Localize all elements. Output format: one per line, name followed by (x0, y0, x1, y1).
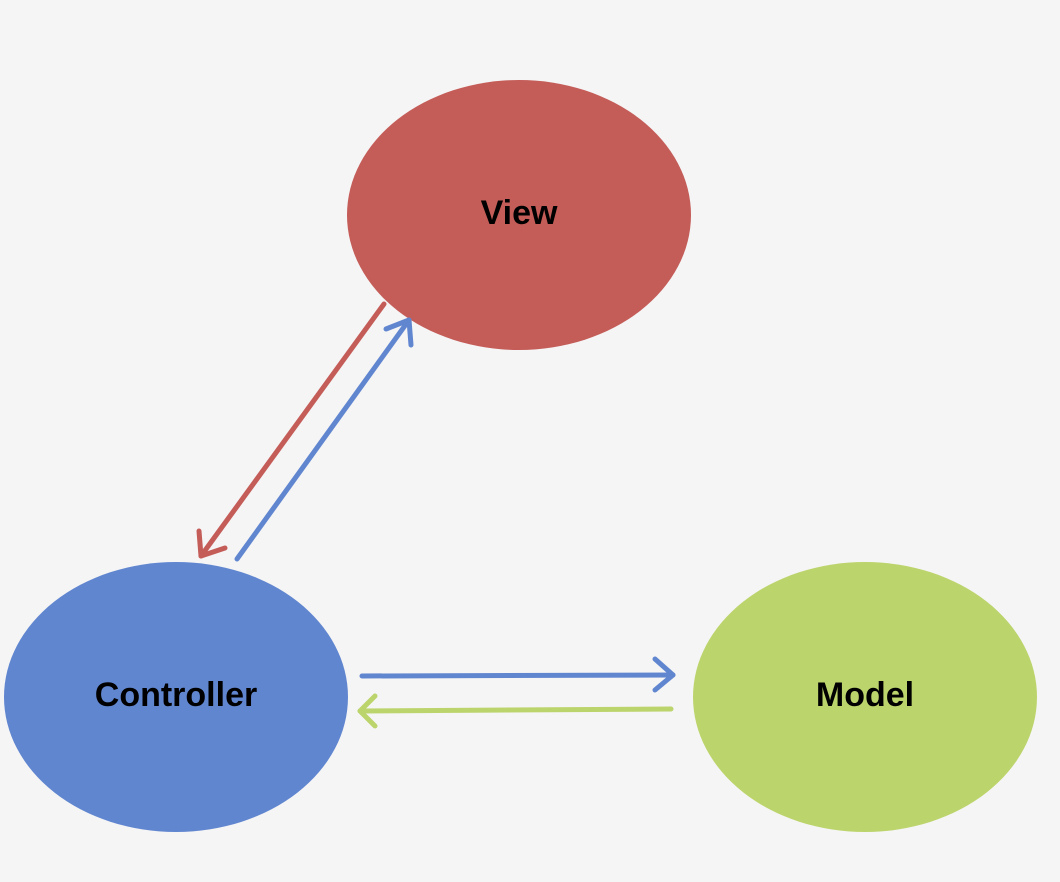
controller-node: Controller (4, 562, 348, 832)
edge-controller-to-view (234, 317, 414, 562)
model-label: Model (816, 676, 914, 714)
edge-model-to-controller (357, 693, 674, 729)
edge-view-to-controller (196, 301, 387, 559)
controller-ellipse (4, 562, 348, 832)
arrowhead (652, 656, 676, 693)
model-ellipse (693, 562, 1037, 832)
view-ellipse (347, 80, 691, 350)
edge-controller-to-model (359, 656, 676, 693)
edge-line (234, 317, 412, 562)
arrowhead (196, 528, 228, 559)
arrowhead (383, 317, 414, 348)
edge-line (198, 301, 387, 559)
arrowhead (357, 693, 378, 729)
edge-line (359, 672, 676, 679)
view-node: View (347, 80, 691, 350)
controller-label: Controller (95, 676, 257, 714)
view-label: View (481, 194, 558, 232)
edge-line (357, 706, 674, 714)
model-node: Model (693, 562, 1037, 832)
